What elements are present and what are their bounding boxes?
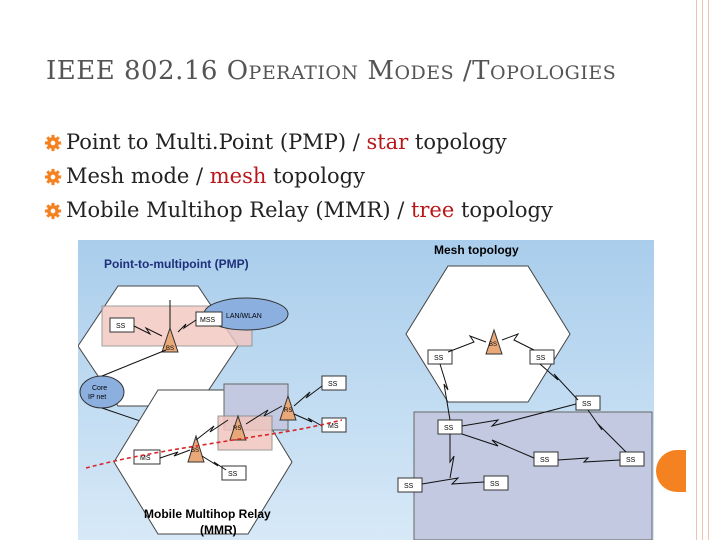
- mmr-bs-tower: [187, 434, 205, 463]
- mmr-link: [293, 413, 323, 427]
- mesh-link: [461, 433, 535, 459]
- pmp-link: [133, 325, 163, 337]
- mesh-ss-label: SS: [490, 481, 500, 488]
- mesh-link: [439, 363, 451, 421]
- border-line: [696, 0, 697, 540]
- mmr-ms-right-label: MS: [328, 423, 339, 430]
- bullet-highlight: star: [366, 130, 409, 154]
- pmp-mss-label: MSS: [200, 317, 216, 324]
- bullet-text: topology: [454, 198, 553, 222]
- mesh-ss-label: SS: [404, 483, 414, 490]
- pmp-mss: [195, 311, 223, 327]
- core-label-1: Core: [92, 385, 107, 392]
- gear-icon: [44, 134, 62, 152]
- mmr-ss-bottom: [221, 465, 247, 481]
- mmr-highlight: [217, 415, 273, 451]
- mesh-link: [447, 334, 487, 353]
- accent-tab: [656, 450, 686, 492]
- mesh-title: Mesh topology: [434, 243, 519, 257]
- mesh-ss-label: SS: [434, 355, 444, 362]
- mmr-title-line1: Mobile Multihop Relay: [144, 507, 271, 521]
- title-part: ODES: [394, 62, 455, 84]
- slide-title: IEEE 802.16 OPERATION MODES /TOPOLOGIES: [46, 56, 616, 86]
- mesh-cell: [405, 265, 571, 403]
- lan-label: LAN/WLAN: [226, 313, 262, 320]
- right-border-decoration: [690, 0, 720, 540]
- mesh-ss-label: SS: [444, 425, 454, 432]
- mmr-rs-label: RS: [284, 408, 292, 414]
- core-backhaul: [101, 349, 167, 377]
- pmp-link: [177, 319, 197, 333]
- mesh-ss: [483, 475, 509, 491]
- mesh-ss: [619, 451, 645, 467]
- mesh-ss: [529, 349, 555, 365]
- title-part: PERATION: [248, 62, 359, 84]
- mesh-link: [557, 457, 621, 463]
- title-part: IEEE 802.16 O: [46, 56, 249, 86]
- mmr-ss-bottom-label: SS: [228, 471, 238, 478]
- title-part: OPOLOGIES: [490, 62, 617, 84]
- bullet-text: topology: [266, 164, 365, 188]
- bullet-text: Point to Multi.Point (PMP) /: [66, 130, 367, 154]
- gear-icon: [44, 202, 62, 220]
- mesh-bs-tower: [485, 328, 503, 355]
- title-part: M: [358, 56, 395, 86]
- border-line: [708, 0, 709, 540]
- core-label-2: IP net: [88, 394, 106, 401]
- gear-icon: [44, 168, 62, 186]
- mmr-ss-top: [321, 375, 347, 391]
- mmr-link: [195, 419, 229, 441]
- mesh-link: [501, 332, 535, 351]
- pmp-ss: [109, 317, 135, 333]
- mesh-ss-label: SS: [540, 457, 550, 464]
- mmr-link: [293, 385, 323, 407]
- mmr-fs-label: RS: [233, 426, 241, 432]
- mmr-bs-label: BS: [191, 448, 199, 454]
- mesh-link: [449, 434, 455, 479]
- pmp-title: Point-to-multipoint (PMP): [104, 257, 249, 271]
- mmr-link: [245, 405, 283, 425]
- pmp-bs-tower: [161, 326, 179, 353]
- core-cloud: [79, 375, 125, 409]
- mesh-link: [461, 403, 577, 427]
- mesh-ss: [533, 451, 559, 467]
- mesh-bs-label: BS: [489, 342, 497, 348]
- mmr-rs-tower: [279, 394, 297, 421]
- mmr-ms-left-label: MS: [140, 455, 151, 462]
- bullet-text: Mesh mode /: [66, 164, 210, 188]
- border-line: [702, 0, 703, 540]
- mesh-link: [587, 409, 627, 453]
- bullet-highlight: tree: [410, 198, 455, 222]
- bullet-text: topology: [408, 130, 507, 154]
- mmr-link: [201, 455, 227, 471]
- mesh-ss-label: SS: [626, 457, 636, 464]
- mmr-link: [159, 449, 191, 459]
- bullet-highlight: mesh: [209, 164, 267, 188]
- mesh-link: [421, 477, 485, 485]
- pmp-bs-label: BS: [166, 346, 174, 352]
- title-part: /T: [454, 56, 491, 86]
- mesh-link: [539, 363, 579, 401]
- mesh-ss-label: SS: [536, 355, 546, 362]
- mesh-ss: [397, 477, 423, 493]
- mmr-title-line2: (MMR): [200, 523, 237, 537]
- pmp-ss-label: SS: [116, 323, 126, 330]
- topology-diagram: Point-to-multipoint (PMP) LAN/WLAN SS MS…: [78, 240, 654, 540]
- bullet-text: Mobile Multihop Relay (MMR) /: [66, 198, 411, 222]
- mobility-path: [85, 419, 343, 469]
- mmr-ss-top-label: SS: [328, 381, 338, 388]
- mesh-ss-label: SS: [582, 401, 592, 408]
